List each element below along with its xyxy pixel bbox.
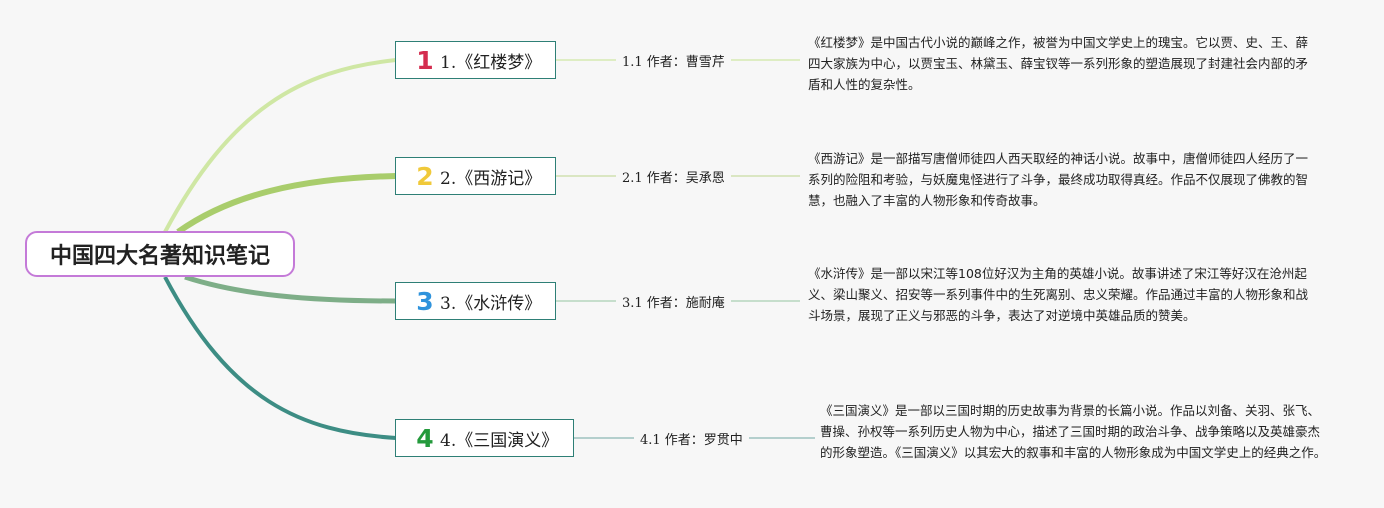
author-topic-1[interactable]: 1.1 作者：曹雪芹 bbox=[616, 51, 731, 70]
branch-label: 3.《水浒传》 bbox=[440, 293, 542, 314]
number-3-icon: 3 bbox=[416, 286, 434, 316]
number-2-icon: 2 bbox=[416, 161, 434, 191]
number-1-icon: 1 bbox=[416, 45, 434, 75]
description-3: 《水浒传》是一部以宋江等108位好汉为主角的英雄小说。故事讲述了宋江等好汉在沧州… bbox=[808, 266, 1309, 323]
curve-branch-3 bbox=[184, 274, 397, 304]
author-topic-4[interactable]: 4.1 作者：罗贯中 bbox=[634, 429, 749, 448]
author-topic-2[interactable]: 2.1 作者：吴承恩 bbox=[616, 167, 731, 186]
branch-label: 2.《西游记》 bbox=[440, 168, 542, 189]
branch-label: 1.《红楼梦》 bbox=[440, 52, 542, 73]
branch-topic-2[interactable]: 2 2.《西游记》 bbox=[395, 157, 556, 195]
branch-topic-4[interactable]: 4 4.《三国演义》 bbox=[395, 419, 574, 457]
description-2: 《西游记》是一部描写唐僧师徒四人西天取经的神话小说。故事中，唐僧师徒四人经历了一… bbox=[808, 151, 1309, 208]
branch-label: 4.《三国演义》 bbox=[440, 430, 559, 451]
curve-branch-1 bbox=[163, 58, 397, 233]
description-1: 《红楼梦》是中国古代小说的巅峰之作，被誉为中国文学史上的瑰宝。它以贾、史、王、薛… bbox=[808, 35, 1309, 92]
branch-topic-3[interactable]: 3 3.《水浒传》 bbox=[395, 282, 556, 320]
description-4: 《三国演义》是一部以三国时期的历史故事为背景的长篇小说。作品以刘备、关羽、张飞、… bbox=[820, 403, 1327, 460]
curve-branch-4 bbox=[163, 276, 397, 440]
number-4-icon: 4 bbox=[416, 423, 434, 453]
root-topic[interactable]: 中国四大名著知识笔记 bbox=[25, 231, 295, 277]
curve-branch-2 bbox=[176, 173, 397, 235]
author-topic-3[interactable]: 3.1 作者：施耐庵 bbox=[616, 292, 731, 311]
branch-topic-1[interactable]: 1 1.《红楼梦》 bbox=[395, 41, 556, 79]
